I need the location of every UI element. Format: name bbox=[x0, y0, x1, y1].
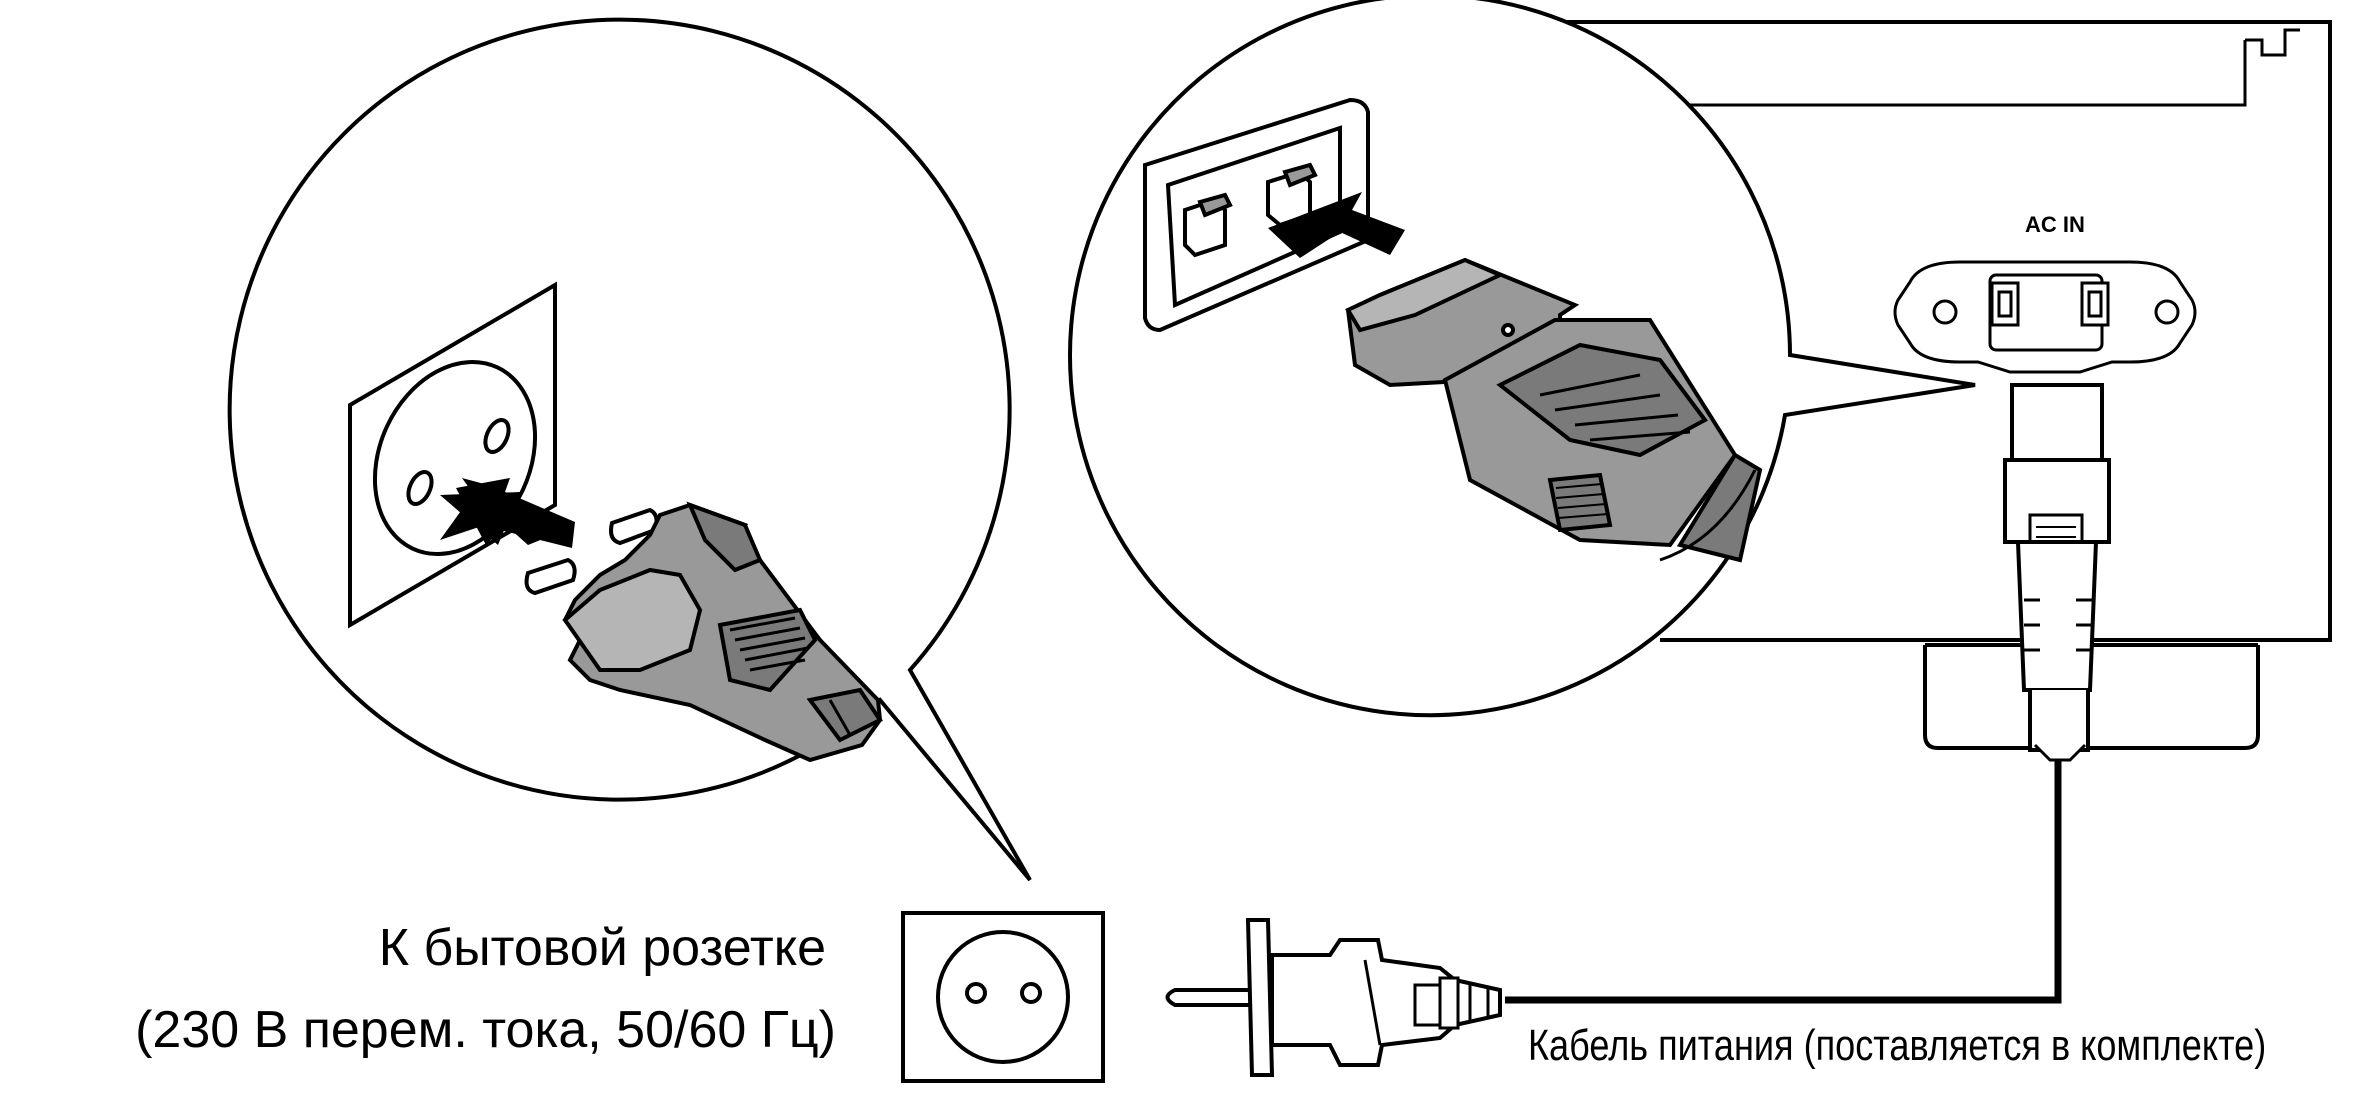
wall-outlet-front bbox=[901, 911, 1105, 1083]
outlet-label-line2: (230 В перем. тока, 50/60 Гц) bbox=[135, 1001, 836, 1059]
ac-in-label: AC IN bbox=[2025, 212, 2085, 237]
insert-arrow-right bbox=[1268, 192, 1405, 258]
power-cable-label: Кабель питания (поставляется в комплекте… bbox=[1528, 1021, 2267, 1070]
iec-plug-on-device bbox=[2003, 383, 2111, 762]
iec-connector-magnified bbox=[1345, 257, 1763, 563]
outlet-label-line1: К бытовой розетке bbox=[378, 919, 826, 977]
schuko-plug-side bbox=[1165, 918, 1502, 1077]
ac-in-socket bbox=[1893, 260, 2197, 374]
callout-wall-socket bbox=[227, 17, 1032, 882]
power-cable-line bbox=[1505, 760, 2062, 1004]
insert-arrow-left bbox=[440, 478, 575, 548]
callout-ac-inlet bbox=[1068, 0, 1976, 718]
schuko-plug-magnified bbox=[524, 501, 883, 763]
